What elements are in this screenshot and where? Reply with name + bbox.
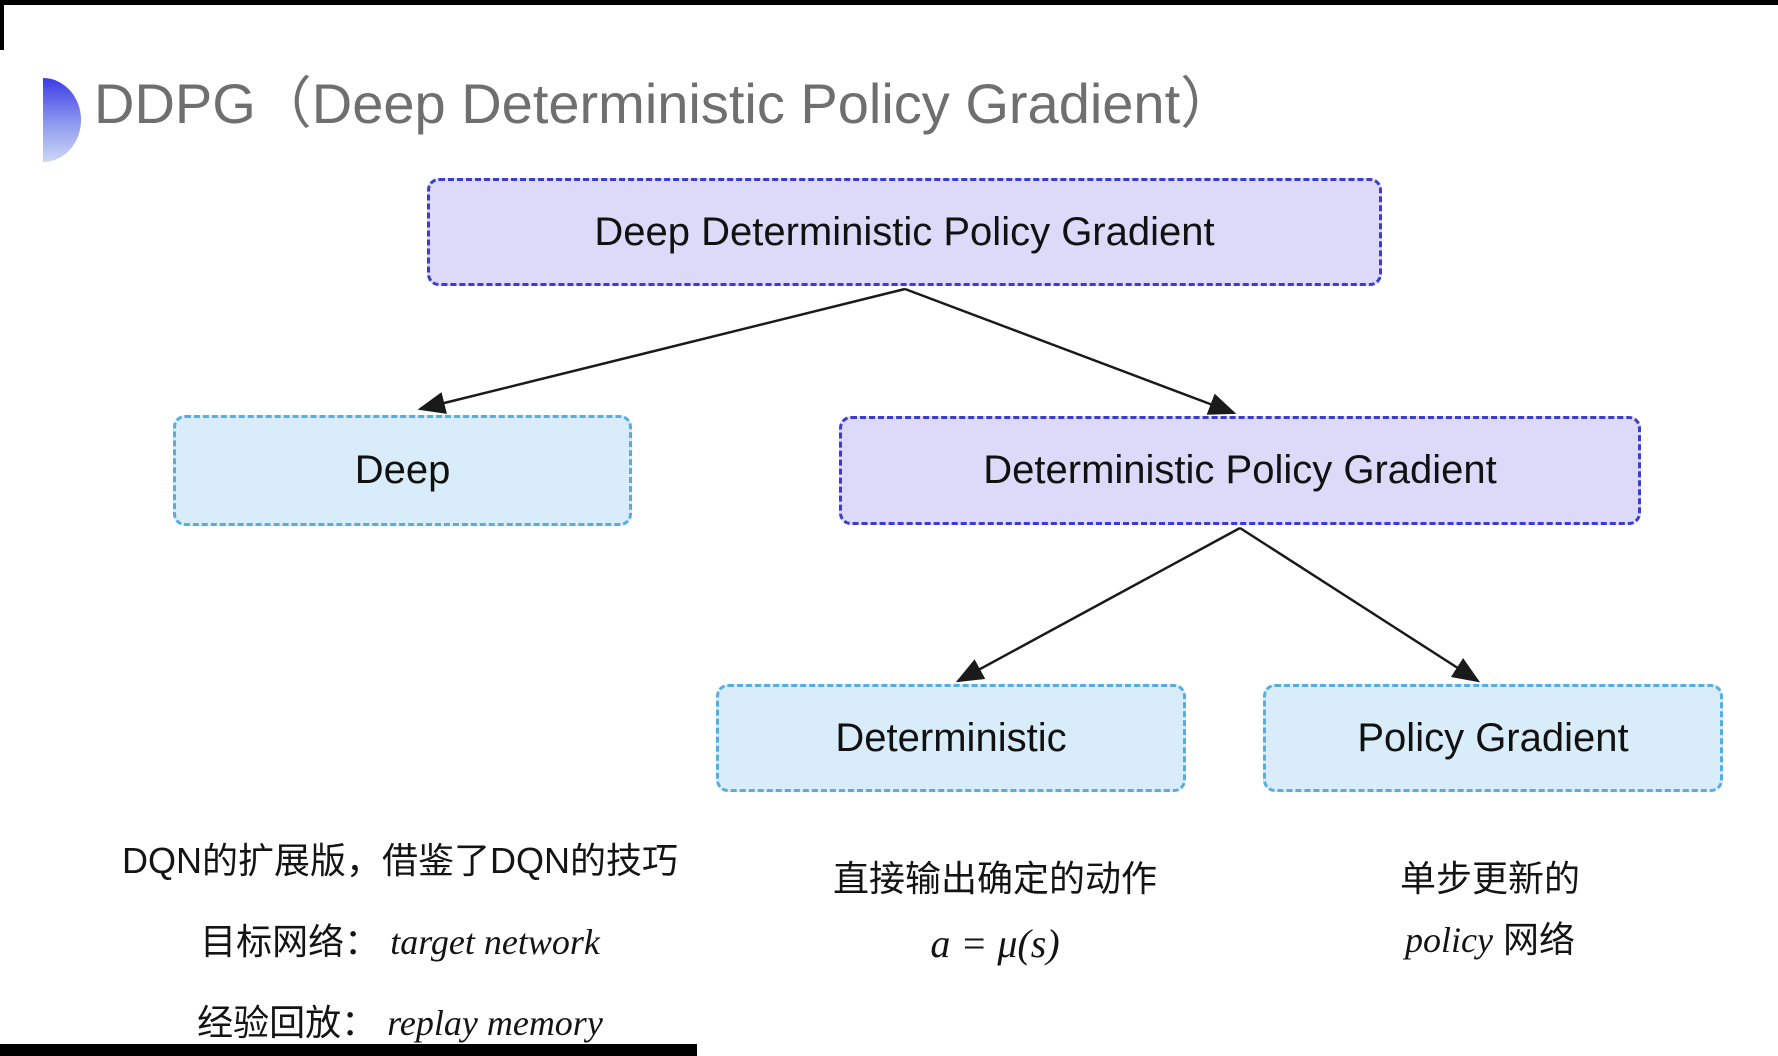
node-deep: Deep bbox=[173, 415, 632, 526]
window-border-left bbox=[0, 0, 4, 50]
note-text: 直接输出确定的动作 bbox=[832, 858, 1157, 899]
note-label: 目标网络： bbox=[200, 921, 381, 962]
note-line: policy 网络 bbox=[1285, 911, 1695, 963]
node-label: Policy Gradient bbox=[1357, 715, 1629, 760]
notes-policy-gradient: 单步更新的 policy 网络 bbox=[1285, 850, 1695, 963]
note-term: replay memory bbox=[387, 1003, 603, 1043]
node-policy-gradient: Policy Gradient bbox=[1263, 684, 1723, 792]
node-label: Deterministic Policy Gradient bbox=[983, 448, 1497, 492]
window-border-top bbox=[0, 0, 1778, 5]
slide-title: DDPG（Deep Deterministic Policy Gradient） bbox=[94, 72, 1237, 135]
title-bullet-icon bbox=[43, 78, 81, 162]
note-line: 目标网络： target network bbox=[100, 913, 700, 965]
note-line: 直接输出确定的动作 bbox=[780, 850, 1210, 902]
note-line: 单步更新的 bbox=[1285, 850, 1695, 902]
note-line: 经验回放： replay memory bbox=[100, 994, 700, 1046]
node-label: Deterministic bbox=[835, 715, 1067, 760]
arrow-dpg-to-policy-gradient bbox=[1239, 526, 1481, 683]
note-text: 网络 bbox=[1502, 919, 1575, 960]
node-label: Deep bbox=[354, 448, 451, 492]
arrow-root-to-dpg bbox=[904, 287, 1237, 415]
node-deterministic-policy-gradient: Deterministic Policy Gradient bbox=[839, 416, 1641, 525]
notes-deterministic: 直接输出确定的动作 a = μ(s) bbox=[780, 850, 1210, 967]
formula: a = μ(s) bbox=[930, 921, 1060, 966]
note-term: target network bbox=[390, 922, 600, 962]
letterbox-bar-bottom bbox=[0, 1044, 697, 1056]
arrow-dpg-to-deterministic bbox=[955, 526, 1241, 683]
note-text: 单步更新的 bbox=[1399, 858, 1580, 899]
node-deep-deterministic-policy-gradient: Deep Deterministic Policy Gradient bbox=[427, 178, 1382, 286]
note-term: policy bbox=[1405, 920, 1493, 960]
arrow-root-to-deep bbox=[417, 287, 906, 414]
note-line: DQN的扩展版，借鉴了DQN的技巧 bbox=[100, 832, 700, 884]
note-text: DQN的扩展版，借鉴了DQN的技巧 bbox=[122, 840, 678, 881]
notes-deep: DQN的扩展版，借鉴了DQN的技巧 目标网络： target network 经… bbox=[100, 832, 700, 1056]
node-label: Deep Deterministic Policy Gradient bbox=[594, 209, 1215, 254]
node-deterministic: Deterministic bbox=[716, 684, 1186, 792]
note-label: 经验回放： bbox=[197, 1002, 378, 1043]
